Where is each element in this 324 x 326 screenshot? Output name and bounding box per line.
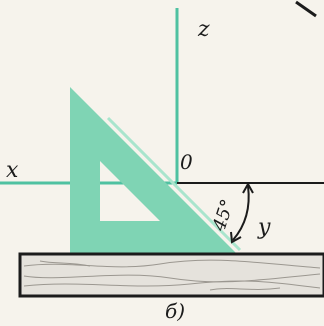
angle-arrow-top bbox=[242, 181, 254, 194]
z-axis-label: z bbox=[197, 17, 210, 42]
figure-caption: б) bbox=[165, 299, 185, 323]
x-axis-label: x bbox=[6, 158, 19, 183]
wooden-board bbox=[18, 252, 324, 298]
y-axis-label: y bbox=[257, 215, 271, 240]
origin-label: 0 bbox=[180, 150, 193, 174]
wood-grain bbox=[23, 259, 321, 291]
set-square-triangle bbox=[70, 87, 236, 253]
set-square-bevel bbox=[106, 116, 242, 252]
angle-arc bbox=[232, 185, 250, 241]
angle-arrow-bottom bbox=[230, 231, 242, 244]
corner-stroke bbox=[295, 0, 317, 18]
